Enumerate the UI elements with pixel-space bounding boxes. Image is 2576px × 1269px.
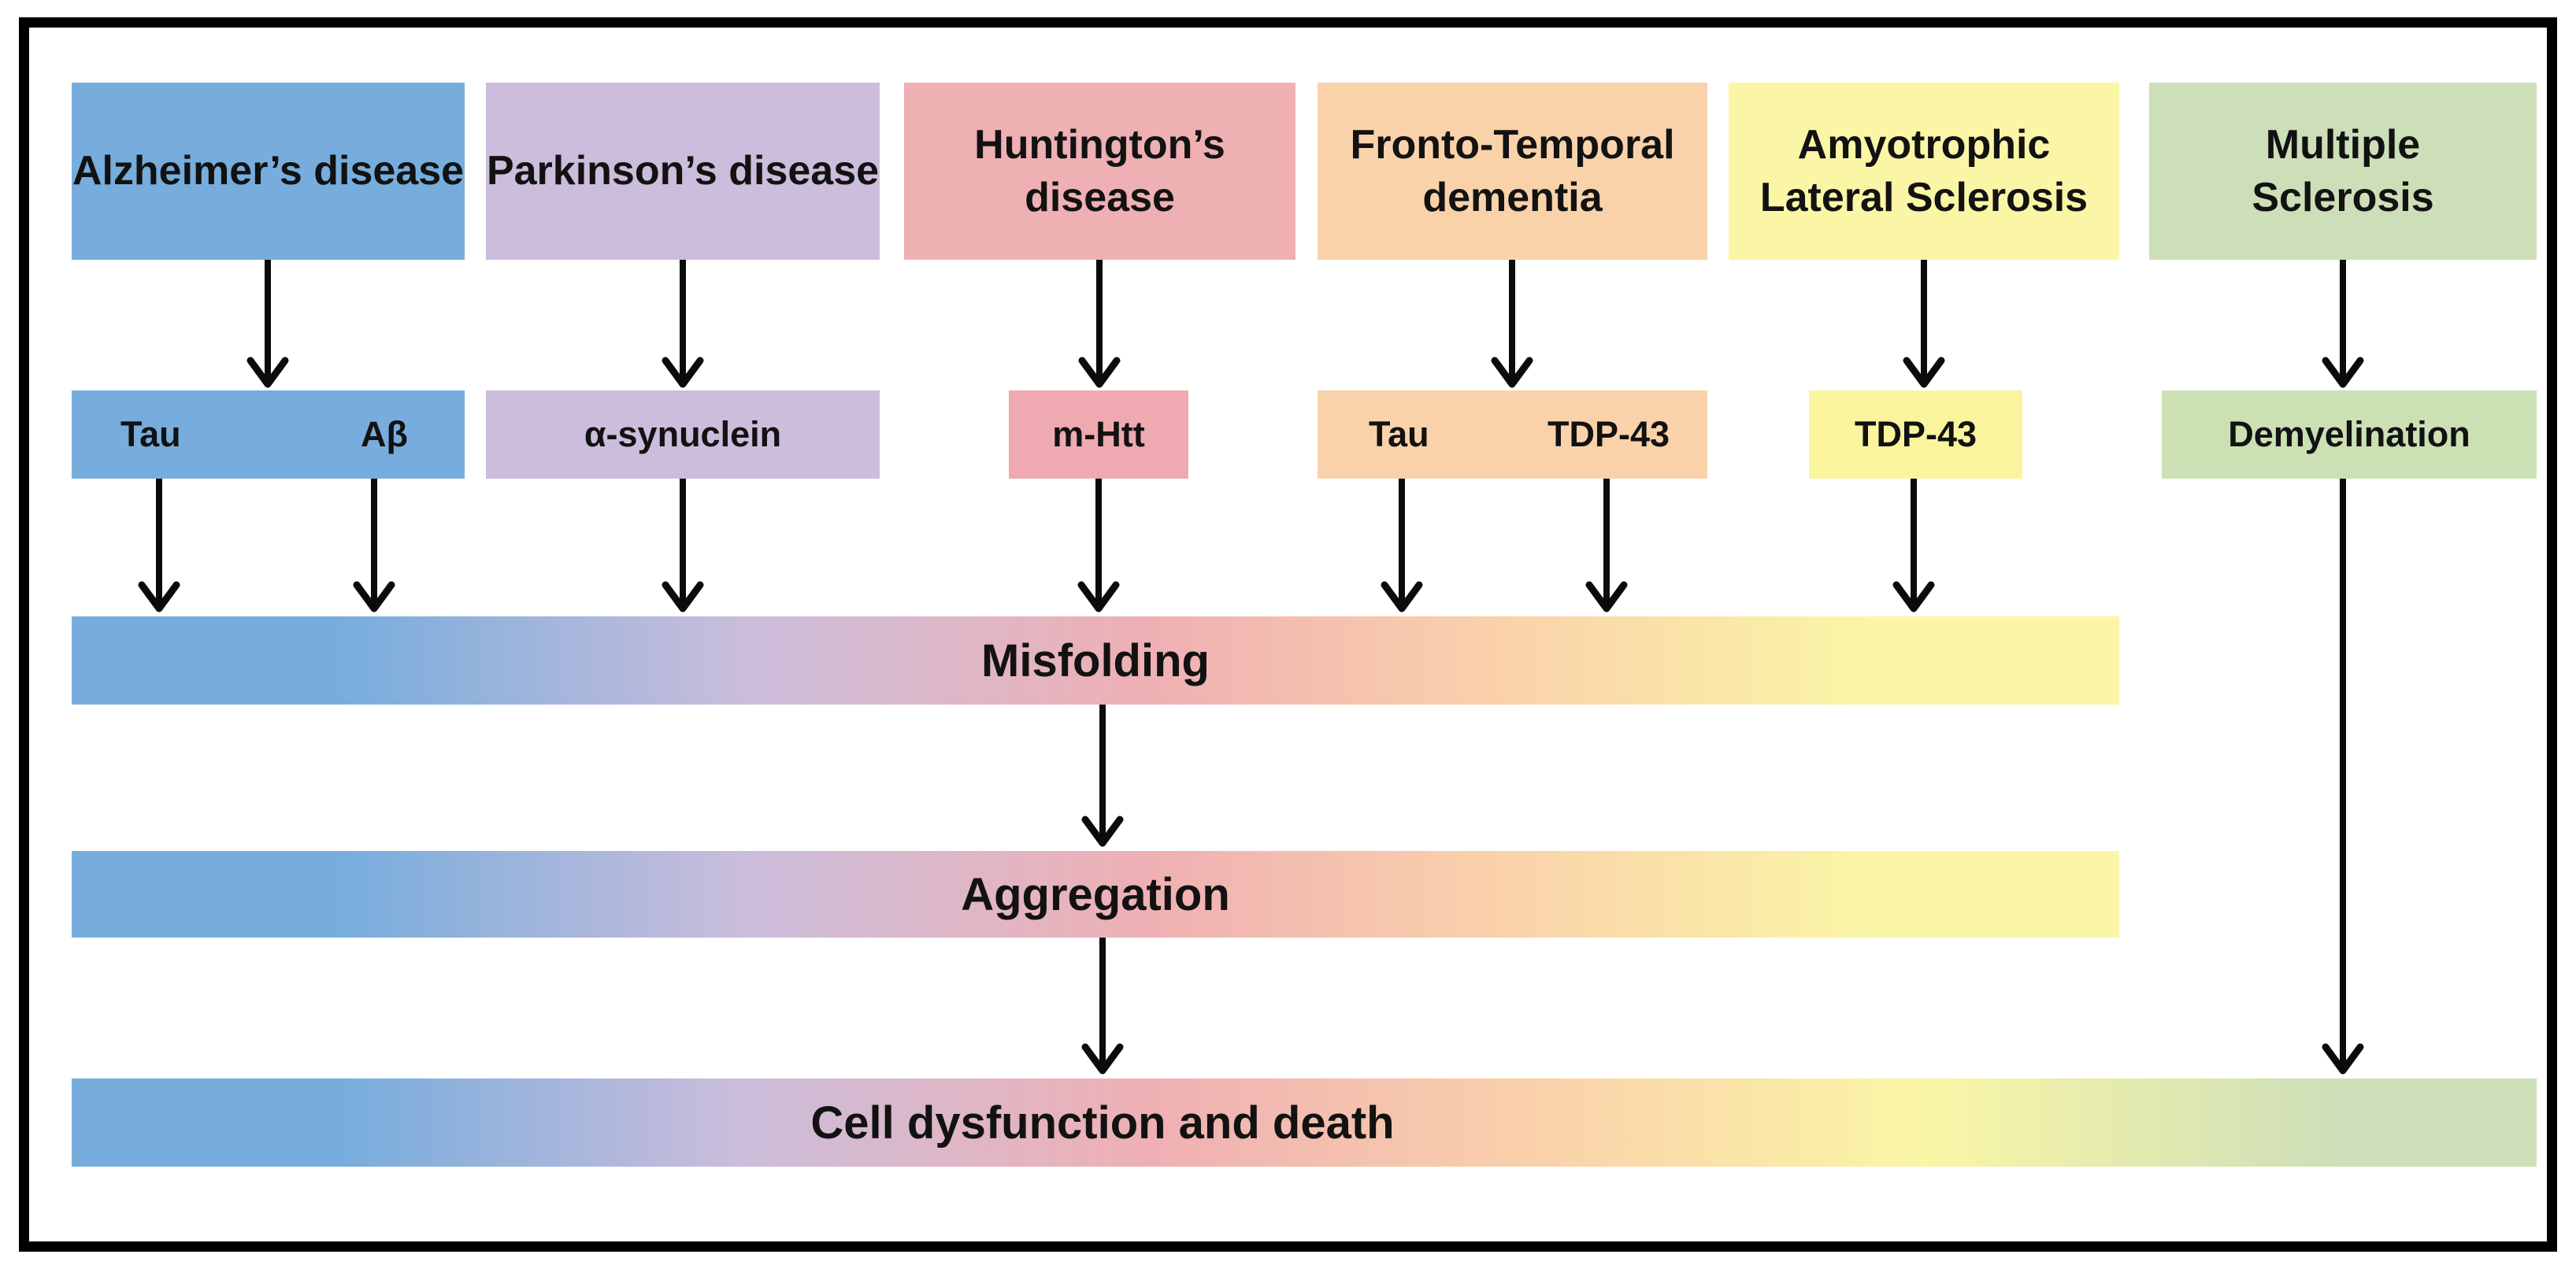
disease-box-huntingtons: Huntington’s disease <box>904 83 1295 260</box>
stage-label-aggregation: Aggregation <box>961 868 1230 920</box>
protein-label-mhtt: m-Htt <box>1052 414 1145 455</box>
disease-label: Multiple Sclerosis <box>2252 121 2434 220</box>
disease-box-ftd: Fronto-Temporal dementia <box>1318 83 1707 260</box>
protein-box-als: TDP-43 <box>1809 390 2022 479</box>
disease-label: Huntington’s disease <box>974 121 1225 220</box>
stage-bar-cell-dysfunction: Cell dysfunction and death <box>72 1078 2537 1167</box>
disease-box-alzheimers: Alzheimer’s disease <box>72 83 465 260</box>
protein-label-tdp43: TDP-43 <box>1547 414 1670 455</box>
outer-frame <box>19 17 2557 1252</box>
protein-label-asynuclein: α-synuclein <box>584 414 782 455</box>
protein-label-tau: Tau <box>120 414 181 455</box>
disease-box-ms: Multiple Sclerosis <box>2149 83 2537 260</box>
stage-bar-misfolding: Misfolding <box>72 616 2119 705</box>
disease-label: Fronto-Temporal dementia <box>1350 121 1675 220</box>
protein-box-ms: Demyelination <box>2162 390 2537 479</box>
disease-label: Amyotrophic Lateral Sclerosis <box>1759 121 2089 220</box>
disease-box-als: Amyotrophic Lateral Sclerosis <box>1729 83 2119 260</box>
disease-label: Parkinson’s disease <box>486 148 880 194</box>
protein-label-abeta: Aβ <box>361 414 408 455</box>
stage-label-misfolding: Misfolding <box>981 634 1210 686</box>
protein-box-alzheimers: Tau Aβ <box>72 390 465 479</box>
protein-box-huntingtons: m-Htt <box>1009 390 1188 479</box>
stage-label-cell-dysfunction: Cell dysfunction and death <box>810 1097 1395 1149</box>
protein-label-tdp43: TDP-43 <box>1854 414 1977 455</box>
stage-bar-aggregation: Aggregation <box>72 851 2119 938</box>
disease-label: Alzheimer’s disease <box>72 148 465 194</box>
protein-label-demyelination: Demyelination <box>2228 414 2470 455</box>
protein-box-parkinsons: α-synuclein <box>486 390 880 479</box>
disease-box-parkinsons: Parkinson’s disease <box>486 83 880 260</box>
protein-box-ftd: Tau TDP-43 <box>1318 390 1707 479</box>
protein-label-tau: Tau <box>1369 414 1429 455</box>
